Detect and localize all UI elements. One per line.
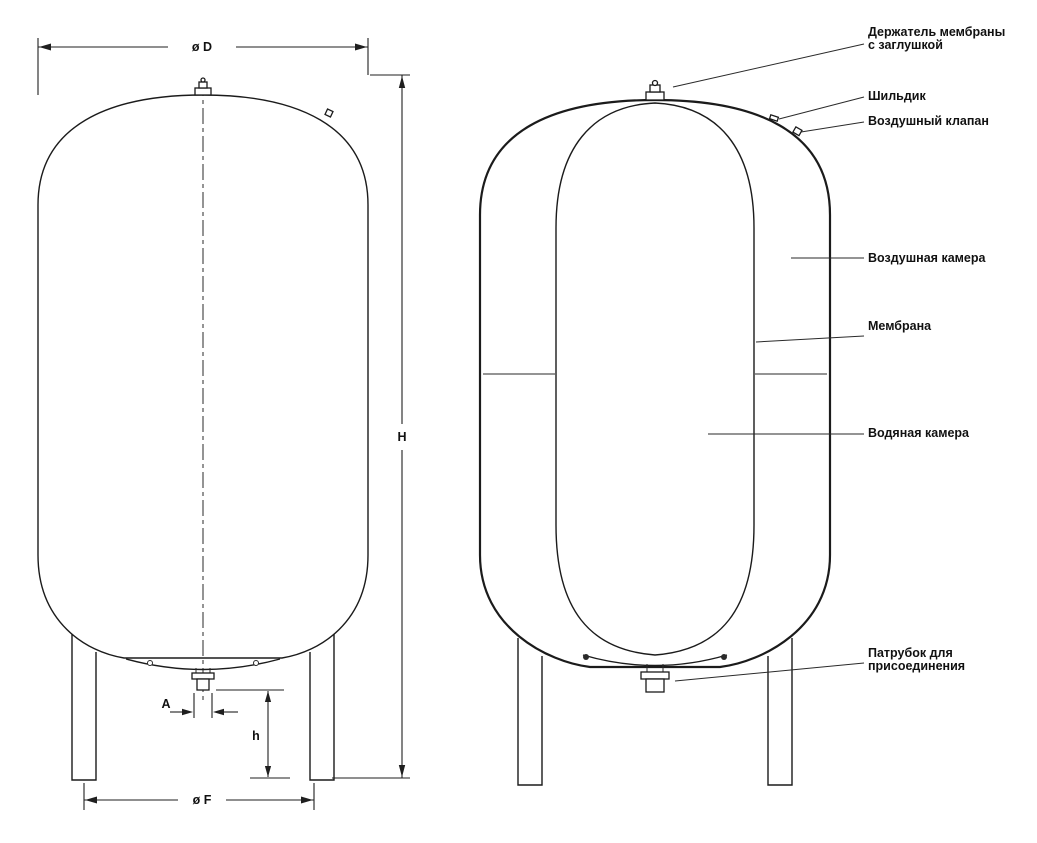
- arrow-bottom: [398, 765, 406, 777]
- leader-air-valve: [800, 121, 865, 133]
- arrow-left: [213, 708, 224, 716]
- fitting-nut: [645, 678, 665, 693]
- label-air-chamber: Воздушная камера: [868, 251, 986, 265]
- arrow-top: [264, 691, 272, 702]
- arrow-right: [182, 708, 193, 716]
- right-view: Держатель мембраны с заглушкой Шильдик В…: [478, 25, 1005, 786]
- arrow-top: [398, 76, 406, 88]
- membrane-clamp-left: [583, 654, 589, 660]
- dim-label-feet: ø F: [193, 793, 212, 807]
- dim-connection-height: h: [216, 689, 290, 779]
- arrow-left: [85, 796, 97, 804]
- arrow-bottom: [264, 766, 272, 777]
- leader-connection: [674, 662, 865, 682]
- arrow-right: [355, 43, 367, 51]
- membrane-holder-fitting: [645, 79, 665, 101]
- label-air-valve: Воздушный клапан: [868, 114, 989, 128]
- left-leg: [71, 634, 97, 781]
- air-valve-nipple: [792, 126, 803, 137]
- right-leg: [767, 638, 793, 786]
- left-tank-top-fitting: [194, 77, 212, 96]
- label-connection-line2: присоединения: [868, 659, 965, 673]
- fitting-flange: [640, 671, 670, 680]
- nameplate-tab: [768, 114, 780, 122]
- dim-label-height: H: [397, 430, 406, 444]
- section-shell-air-chamber: [478, 98, 832, 669]
- holder-knob: [651, 79, 659, 87]
- leader-lines: [672, 43, 865, 682]
- label-membrane-holder-line2: с заглушкой: [868, 38, 943, 52]
- membrane-bag-water-chamber: [555, 102, 755, 656]
- section-bottom-dish: [582, 654, 728, 667]
- dim-label-connection: A: [161, 697, 170, 711]
- bottom-dish-line: [125, 658, 281, 671]
- section-bottom-fitting: [640, 664, 670, 693]
- left-leg: [517, 638, 543, 786]
- left-tank-legs: [71, 634, 335, 781]
- dim-feet-diameter: ø F: [83, 783, 315, 810]
- arrow-right: [301, 796, 313, 804]
- shoulder-nipple: [324, 108, 334, 118]
- dim-connection-width: A: [161, 693, 238, 718]
- left-tank-bottom-fitting: [191, 668, 215, 691]
- label-nameplate: Шильдик: [868, 89, 926, 103]
- dim-diameter-top: ø D: [37, 38, 369, 95]
- fitting-flange: [191, 672, 215, 680]
- bottom-plug-left: [147, 660, 153, 666]
- fitting-cap: [198, 81, 208, 89]
- bottom-plug-right: [253, 660, 259, 666]
- left-tank-outline: [37, 94, 369, 659]
- section-tank-legs: [517, 638, 793, 786]
- dim-height: H: [332, 74, 410, 779]
- left-view: ø D H A h: [37, 38, 410, 810]
- leader-nameplate: [778, 96, 865, 120]
- label-water-chamber: Водяная камера: [868, 426, 970, 440]
- fitting-nut: [196, 678, 210, 691]
- leader-membrane-holder: [672, 43, 865, 88]
- fitting-flange: [194, 87, 212, 96]
- callout-labels: Держатель мембраны с заглушкой Шильдик В…: [868, 25, 1005, 673]
- label-membrane-holder-line1: Держатель мембраны: [868, 25, 1005, 39]
- membrane-clamp-right: [721, 654, 727, 660]
- holder-flange: [645, 91, 665, 101]
- left-tank-bottom-head: [125, 658, 281, 671]
- dim-label-diameter: ø D: [192, 40, 212, 54]
- right-leg: [309, 634, 335, 781]
- fitting-knob: [200, 77, 206, 83]
- arrow-left: [39, 43, 51, 51]
- label-membrane: Мембрана: [868, 319, 932, 333]
- bottom-head-region: [585, 651, 725, 664]
- dim-label-h: h: [252, 729, 260, 743]
- label-connection-line1: Патрубок для: [868, 646, 953, 660]
- leader-membrane: [755, 335, 865, 343]
